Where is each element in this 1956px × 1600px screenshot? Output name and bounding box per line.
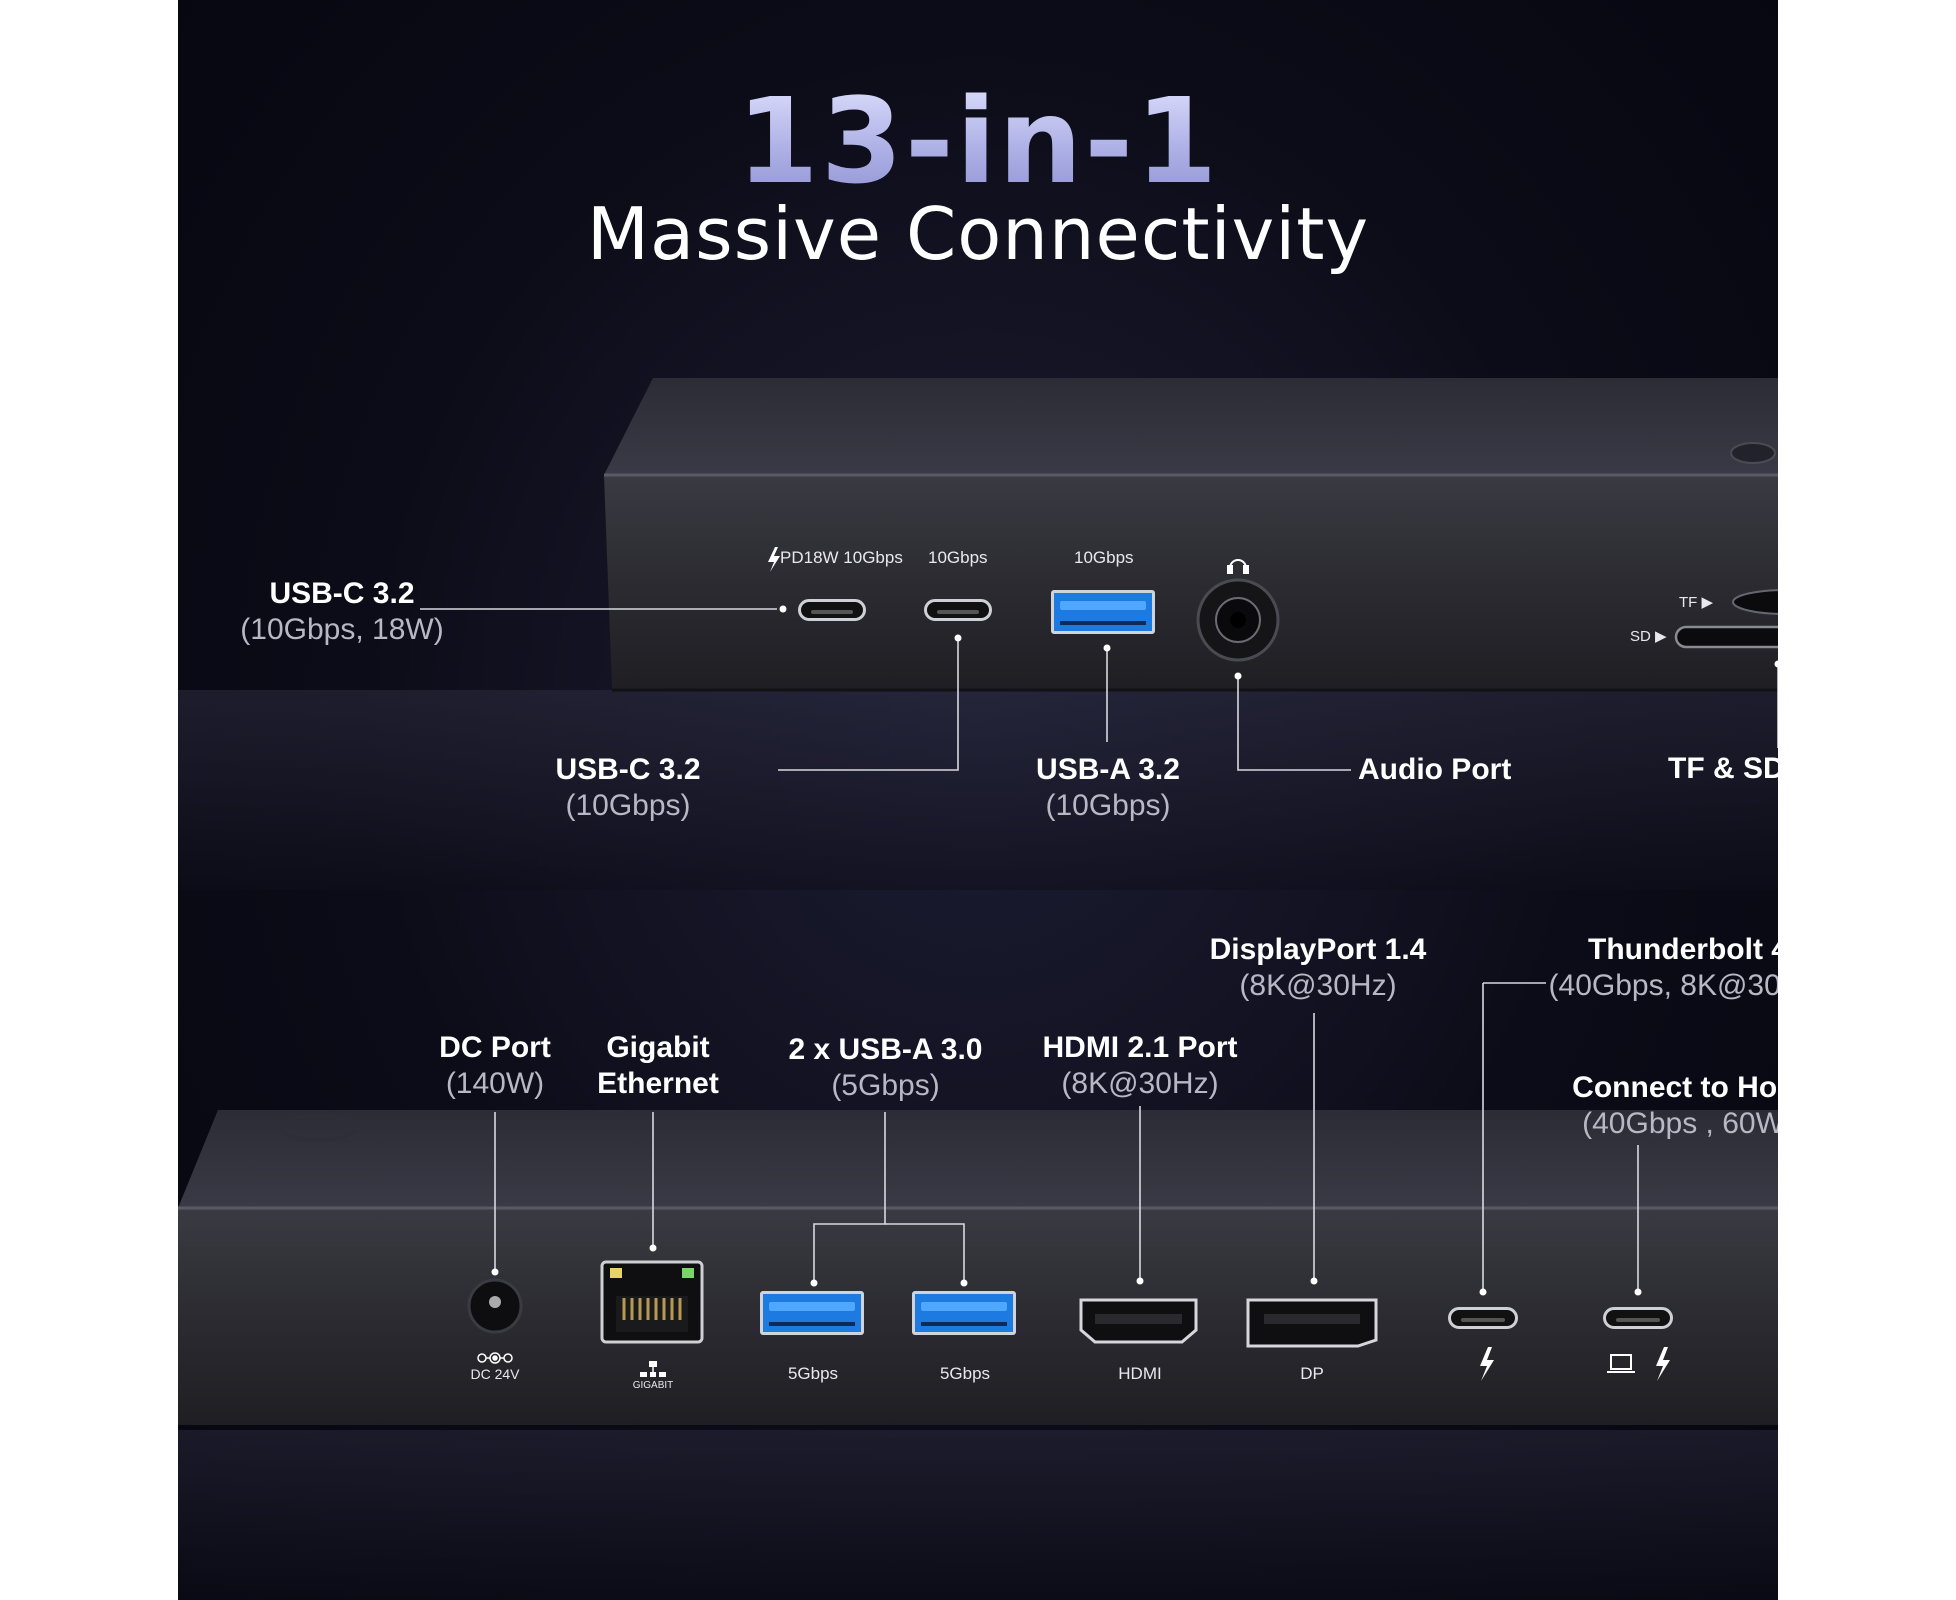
callout-dp-title: DisplayPort 1.4: [1209, 933, 1427, 966]
thunderbolt-icon: [1656, 1347, 1670, 1381]
callout-ethernet: Gigabit Ethernet: [573, 1030, 743, 1102]
front-reflection-floor: [178, 690, 1778, 890]
subheadline: Massive Connectivity: [586, 192, 1370, 276]
callout-host-title: Connect to Host: [1572, 1071, 1778, 1104]
displayport-port: [1246, 1298, 1378, 1348]
front-device-top: [604, 378, 1778, 475]
dc-print: DC 24V: [470, 1366, 520, 1382]
tf-card-slot: [1732, 589, 1778, 615]
callout-usbc-pd-title: USB-C 3.2: [269, 577, 415, 610]
callout-tb4-spec: (40Gbps, 8K@30Hz): [1548, 969, 1778, 1002]
device-illustration: [178, 378, 1778, 1600]
usba-port-2: [912, 1291, 1016, 1335]
power-button: [1730, 442, 1776, 464]
usbc-port: [924, 599, 992, 621]
callout-usba: USB-A 3.2 (10Gbps): [998, 752, 1218, 824]
headphone-icon: [1227, 559, 1249, 574]
back-reflection-floor: [178, 1430, 1778, 1600]
ethernet-print: GIGABIT: [632, 1380, 674, 1391]
dc-jack-port: [467, 1278, 523, 1334]
callout-usbc-title: USB-C 3.2: [555, 753, 701, 786]
callout-card-title: TF & SD 4.0: [1668, 752, 1778, 785]
dp-print: DP: [1300, 1364, 1324, 1383]
dc-polarity-icon: [477, 1352, 513, 1364]
back-leader-lines: [494, 982, 1639, 1292]
callout-dc-title: DC Port: [439, 1031, 551, 1064]
callout-dp: DisplayPort 1.4 (8K@30Hz): [1188, 932, 1448, 1004]
callout-usba-pair-title: 2 x USB-A 3.0: [788, 1033, 983, 1066]
thunderbolt4-port: [1448, 1307, 1518, 1329]
callout-hdmi-title: HDMI 2.1 Port: [1042, 1031, 1238, 1064]
usbc-pd-print: PD18W 10Gbps: [780, 548, 903, 567]
callout-audio: Audio Port: [1358, 752, 1558, 788]
callout-usbc: USB-C 3.2 (10Gbps): [518, 752, 738, 824]
callout-dc: DC Port (140W): [410, 1030, 580, 1102]
lightning-icon: [768, 547, 780, 572]
callout-audio-title: Audio Port: [1358, 753, 1512, 786]
callout-ethernet-title-2: Ethernet: [597, 1067, 719, 1100]
callout-card: TF & SD 4.0: [1668, 751, 1778, 787]
front-device-face: [604, 475, 1778, 690]
callout-tb4-title: Thunderbolt 4: [1588, 933, 1778, 966]
callout-usba-title: USB-A 3.2: [1036, 753, 1180, 786]
ethernet-port: [600, 1260, 704, 1344]
back-leader-dots: [491, 1244, 1642, 1296]
usba1-print: 5Gbps: [787, 1364, 839, 1383]
callout-usba-spec: (10Gbps): [1045, 789, 1171, 822]
audio-jack-port: [1196, 578, 1280, 662]
usba-port-1: [760, 1291, 864, 1335]
callout-usbc-pd: USB-C 3.2 (10Gbps, 18W): [202, 576, 482, 648]
back-device-top: [178, 1110, 1778, 1208]
usba-port: [1051, 590, 1155, 634]
laptop-icon: [1607, 1354, 1635, 1373]
usbc-print: 10Gbps: [928, 548, 988, 567]
sd-print: SD ▶: [1630, 628, 1667, 645]
callout-dc-spec: (140W): [445, 1067, 545, 1100]
host-port: [1603, 1307, 1673, 1329]
thunderbolt-icon: [1480, 1347, 1494, 1381]
callout-dp-spec: (8K@30Hz): [1239, 969, 1397, 1002]
usba-print: 10Gbps: [1074, 548, 1134, 567]
callout-hdmi-spec: (8K@30Hz): [1061, 1067, 1219, 1100]
power-button-rear: [278, 1114, 358, 1142]
callout-usba-pair-spec: (5Gbps): [831, 1069, 940, 1102]
front-leader-dots: [779, 605, 1778, 680]
callout-host-spec: (40Gbps , 60W): [1582, 1107, 1778, 1140]
callout-ethernet-title-1: Gigabit: [606, 1031, 710, 1064]
usbc-pd-port: [798, 599, 866, 621]
network-icon: [640, 1361, 666, 1377]
callout-usbc-pd-spec: (10Gbps, 18W): [240, 613, 444, 646]
sd-card-slot: [1674, 625, 1778, 649]
headline: 13-in-1: [178, 72, 1778, 210]
callout-hdmi: HDMI 2.1 Port (8K@30Hz): [1020, 1030, 1260, 1102]
hdmi-print: HDMI: [1118, 1364, 1162, 1383]
front-leader-lines: [420, 608, 1778, 771]
tf-print: TF ▶: [1679, 594, 1714, 611]
callout-usbc-spec: (10Gbps): [565, 789, 691, 822]
usba2-print: 5Gbps: [939, 1364, 991, 1383]
hdmi-port: [1079, 1298, 1198, 1344]
callout-usba-pair: 2 x USB-A 3.0 (5Gbps): [768, 1032, 1003, 1104]
callout-tb4: Thunderbolt 4 (40Gbps, 8K@30Hz): [1543, 932, 1778, 1004]
callout-host: Connect to Host (40Gbps , 60W): [1548, 1070, 1778, 1142]
product-stage: 13-in-1 Massive Connectivity: [178, 0, 1778, 1600]
